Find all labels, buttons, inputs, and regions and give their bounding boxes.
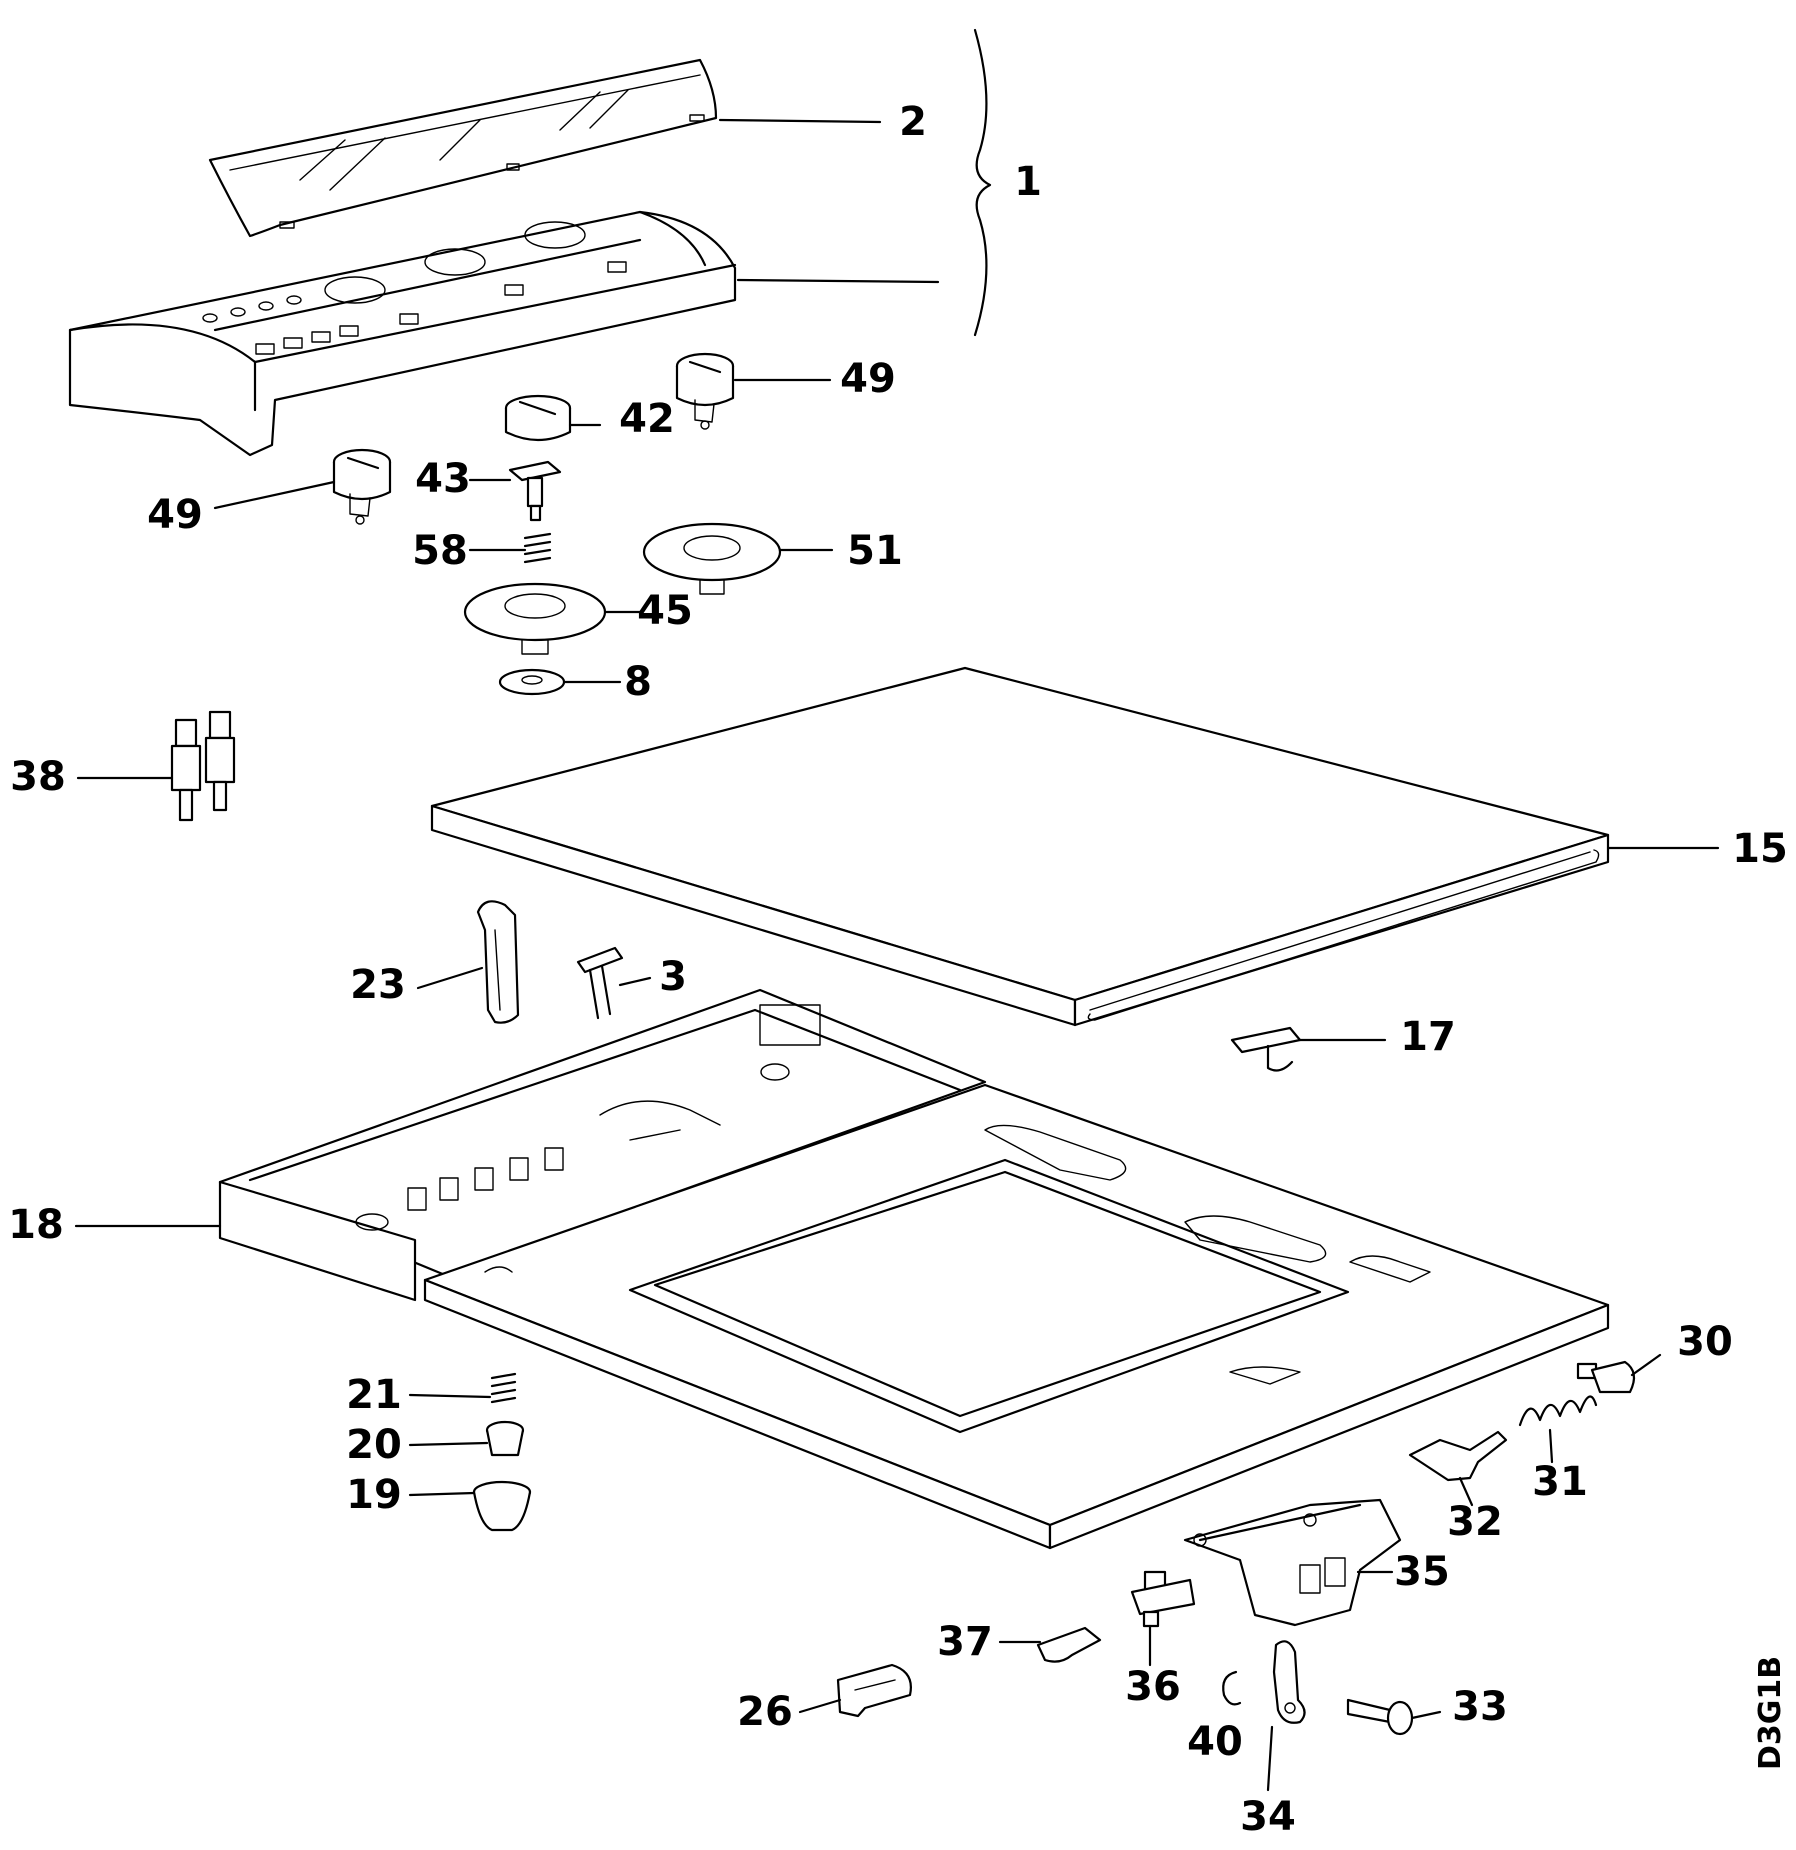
control-panel-fascia-drawing — [68, 210, 737, 457]
callout-part-37: 37 — [937, 1619, 993, 1665]
callout-part-1: 1 — [1014, 159, 1042, 205]
callout-part-3: 3 — [659, 954, 687, 1000]
callout-part-49-left: 49 — [147, 492, 203, 538]
part-42-knob-drawing — [504, 394, 572, 442]
part-31-spring-drawing — [1518, 1395, 1598, 1427]
callout-part-42: 42 — [619, 396, 675, 442]
part-40-pushbuttons-drawing — [170, 710, 236, 822]
part-38-circlip-drawing — [1222, 1670, 1242, 1706]
leader-lines — [74, 118, 1720, 1792]
callout-part-15: 15 — [1732, 826, 1788, 872]
part-18-panel-housing-drawing — [218, 988, 987, 1302]
part-49-knob-right-drawing — [675, 352, 735, 430]
callout-part-20: 20 — [346, 1422, 402, 1468]
part-58-spring-drawing — [523, 532, 552, 564]
callout-part-51: 51 — [847, 528, 903, 574]
part-26-clip-drawing — [836, 1663, 912, 1718]
part-21-spring-drawing — [490, 1372, 517, 1404]
top-frame-drawing — [423, 1083, 1610, 1550]
callout-part-43: 43 — [415, 456, 471, 502]
part-36-contact-drawing — [1130, 1570, 1196, 1628]
drawing-code: D3G1B — [1753, 1656, 1788, 1770]
callout-part-31: 31 — [1532, 1459, 1588, 1505]
part-2-window-drawing — [208, 58, 718, 238]
part-51-knob-ring-drawing — [642, 522, 782, 595]
part-3-latch-drawing — [576, 946, 624, 1020]
part-30-catch-drawing — [1576, 1360, 1636, 1394]
callout-part-38: 40 — [1187, 1719, 1243, 1765]
part-43-knob-shaft-drawing — [508, 460, 562, 522]
part-34-lever-drawing — [1272, 1640, 1306, 1724]
callout-part-18: 18 — [8, 1202, 64, 1248]
part-15-lid-drawing — [430, 666, 1610, 1027]
part-33-screw-drawing — [1346, 1698, 1414, 1736]
callout-labels: 1 2 49 42 43 49 58 51 45 8 38 15 17 23 3… — [8, 99, 1788, 1840]
callout-part-23: 23 — [350, 962, 406, 1008]
callout-part-2: 2 — [899, 99, 927, 145]
callout-part-32: 32 — [1447, 1499, 1503, 1545]
part-17-hinge-drawing — [1230, 1026, 1302, 1072]
callout-part-58: 58 — [412, 528, 468, 574]
callout-part-33: 33 — [1452, 1684, 1508, 1730]
callout-part-34: 34 — [1240, 1794, 1296, 1840]
callout-part-17: 17 — [1400, 1014, 1456, 1060]
callout-part-45: 45 — [637, 588, 693, 634]
part-49-knob-left-drawing — [332, 448, 392, 525]
part-35-lock-housing-drawing — [1183, 1498, 1402, 1627]
part-32-slider-drawing — [1408, 1430, 1508, 1482]
callout-part-49-right: 49 — [840, 356, 896, 402]
part-8-washer-drawing — [498, 668, 566, 696]
callout-part-19: 19 — [346, 1472, 402, 1518]
callout-part-36: 36 — [1125, 1664, 1181, 1710]
part-20-bushing-drawing — [485, 1420, 525, 1457]
callout-part-26: 26 — [737, 1689, 793, 1735]
part-37-clamp-drawing — [1036, 1626, 1102, 1663]
callout-part-35: 35 — [1394, 1549, 1450, 1595]
part-19-foot-drawing — [472, 1480, 532, 1532]
callout-part-8: 8 — [624, 659, 652, 705]
part-23-clip-drawing — [476, 900, 520, 1024]
callout-part-40: 38 — [10, 754, 66, 800]
callout-part-30: 30 — [1677, 1319, 1733, 1365]
callout-part-21: 21 — [346, 1372, 402, 1418]
part-1-brace — [973, 28, 992, 337]
part-45-knob-ring-drawing — [463, 582, 607, 655]
